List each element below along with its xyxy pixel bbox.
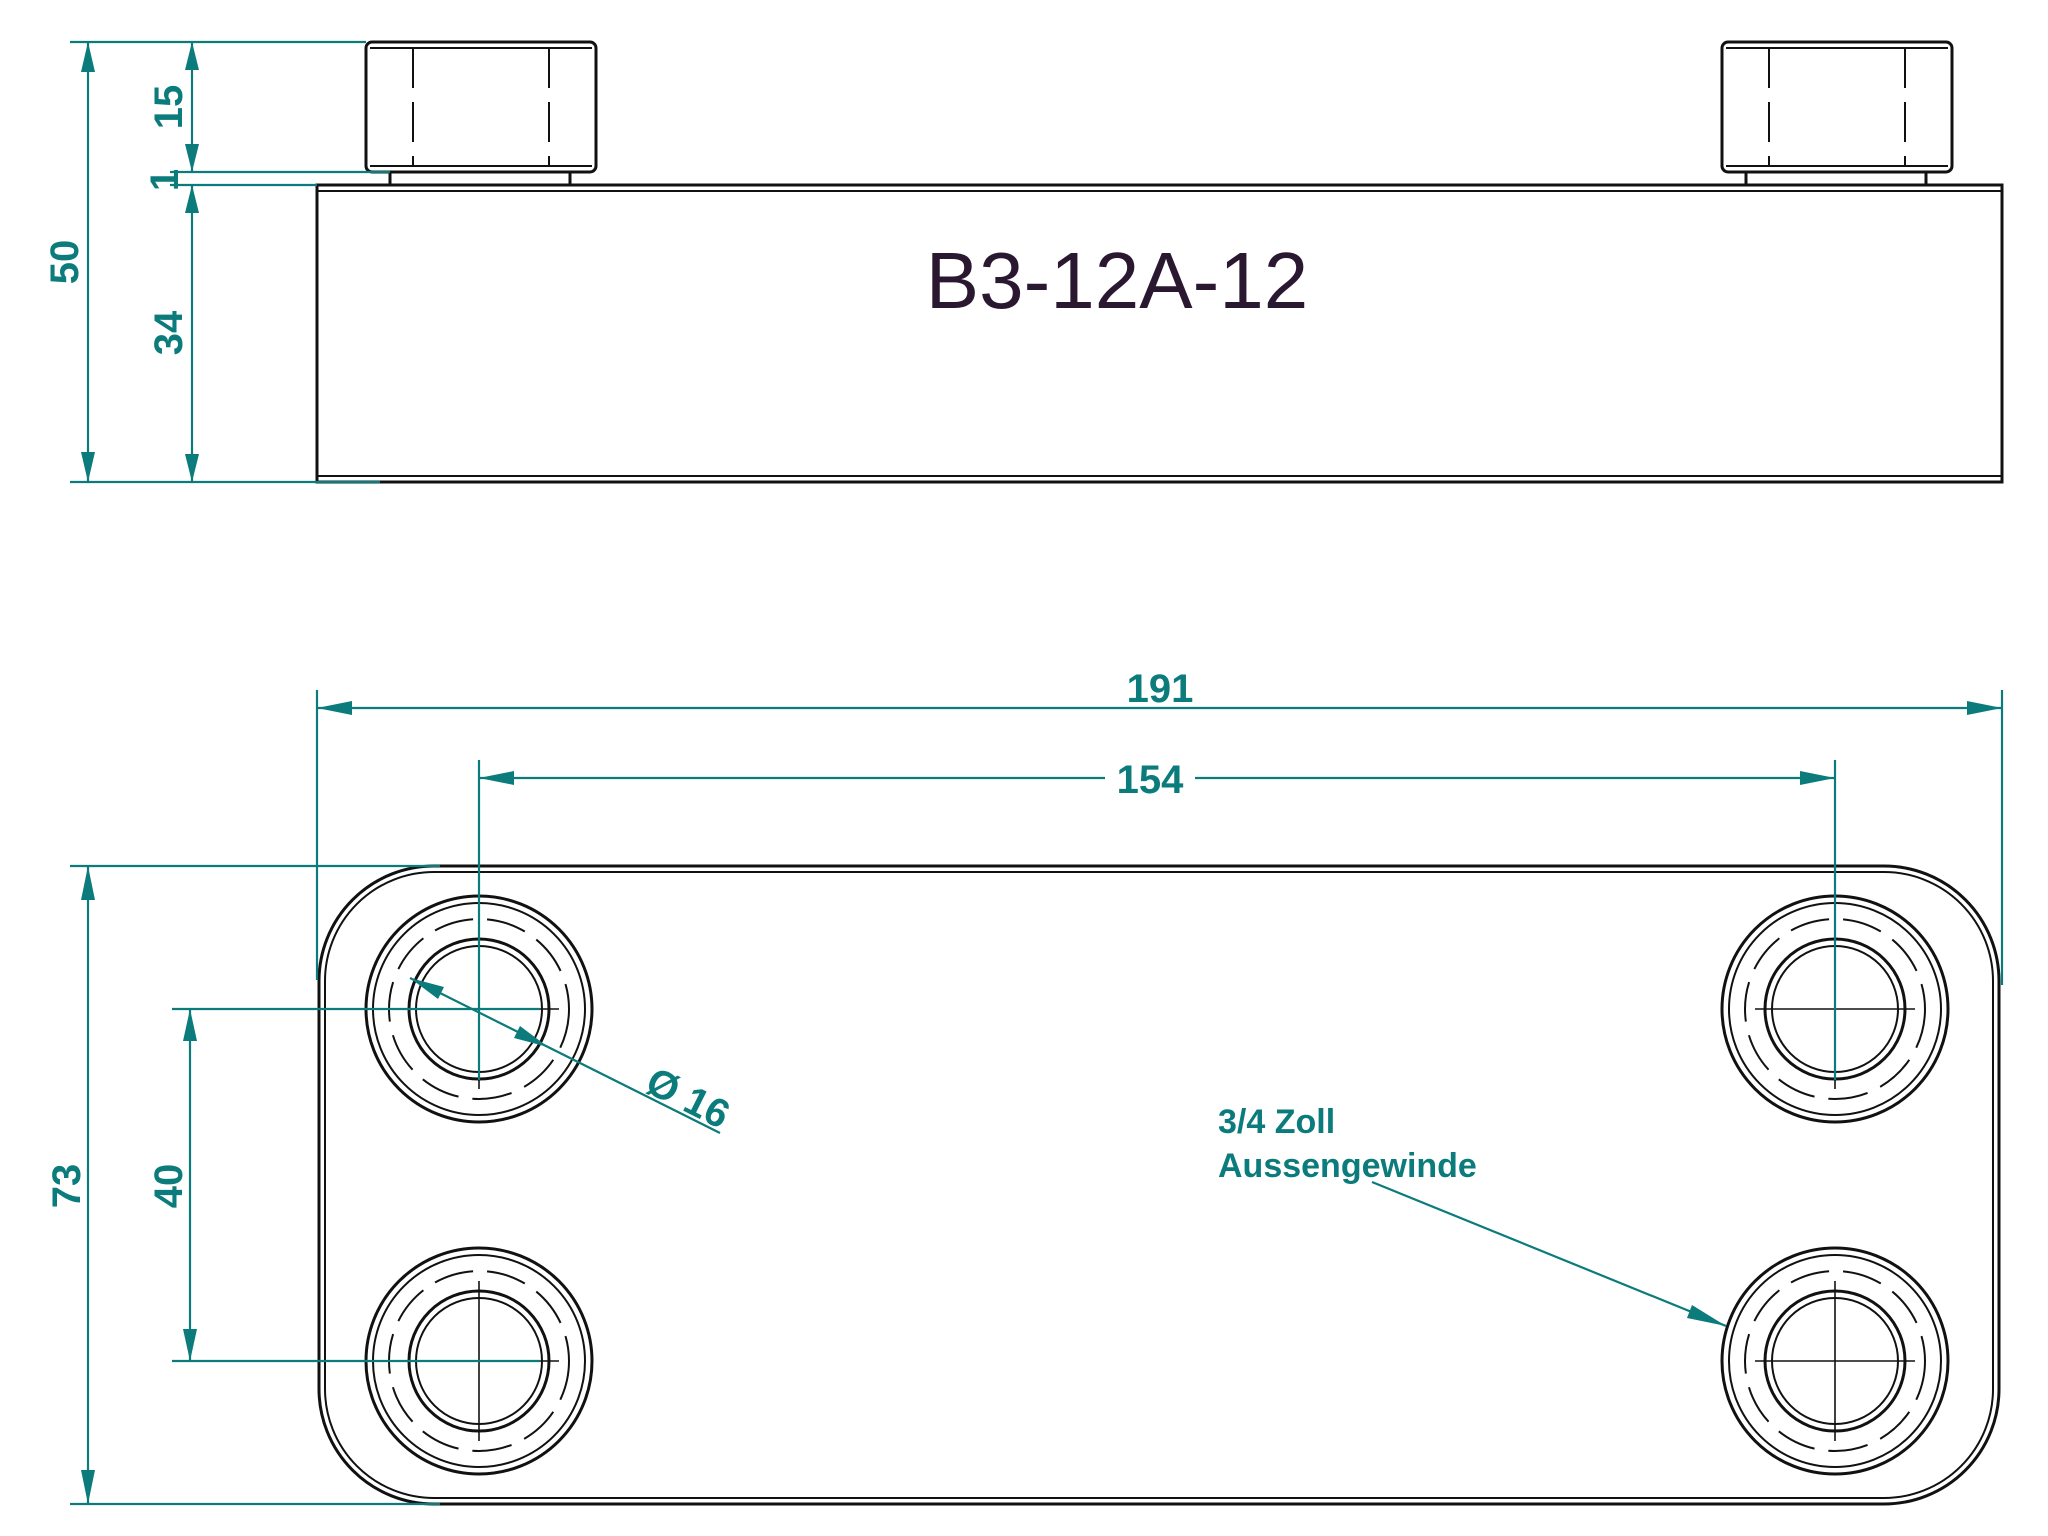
dim-body-height: 34 bbox=[147, 310, 191, 355]
dim-connection-height: 15 bbox=[147, 85, 191, 130]
side-body bbox=[315, 183, 2004, 484]
dim-height-total: 50 bbox=[43, 240, 87, 285]
note-thread-type: Aussengewinde bbox=[1218, 1147, 1477, 1185]
port-bottom-right bbox=[1720, 1246, 1950, 1476]
plate-outline bbox=[317, 864, 2001, 1506]
side-dimensions: 50 15 1 34 bbox=[43, 40, 390, 484]
dim-depth-total: 73 bbox=[45, 1164, 89, 1209]
dim-port-spacing-horizontal: 154 bbox=[1117, 758, 1184, 802]
top-view: 191 154 73 40 bbox=[45, 667, 2004, 1506]
top-dimensions: 191 154 73 40 bbox=[45, 667, 2004, 1506]
note-thread-size: 3/4 Zoll bbox=[1218, 1103, 1335, 1141]
dim-port-diameter: Ø 16 bbox=[639, 1059, 736, 1137]
side-connector-right bbox=[1720, 40, 1954, 187]
dim-gap: 1 bbox=[143, 169, 187, 191]
side-connector-left bbox=[364, 40, 598, 187]
dim-width-total: 191 bbox=[1127, 667, 1194, 711]
dim-port-spacing-vertical: 40 bbox=[147, 1164, 191, 1209]
side-view: B3-12A-12 50 15 1 34 bbox=[43, 40, 2004, 484]
part-label: B3-12A-12 bbox=[926, 236, 1308, 325]
